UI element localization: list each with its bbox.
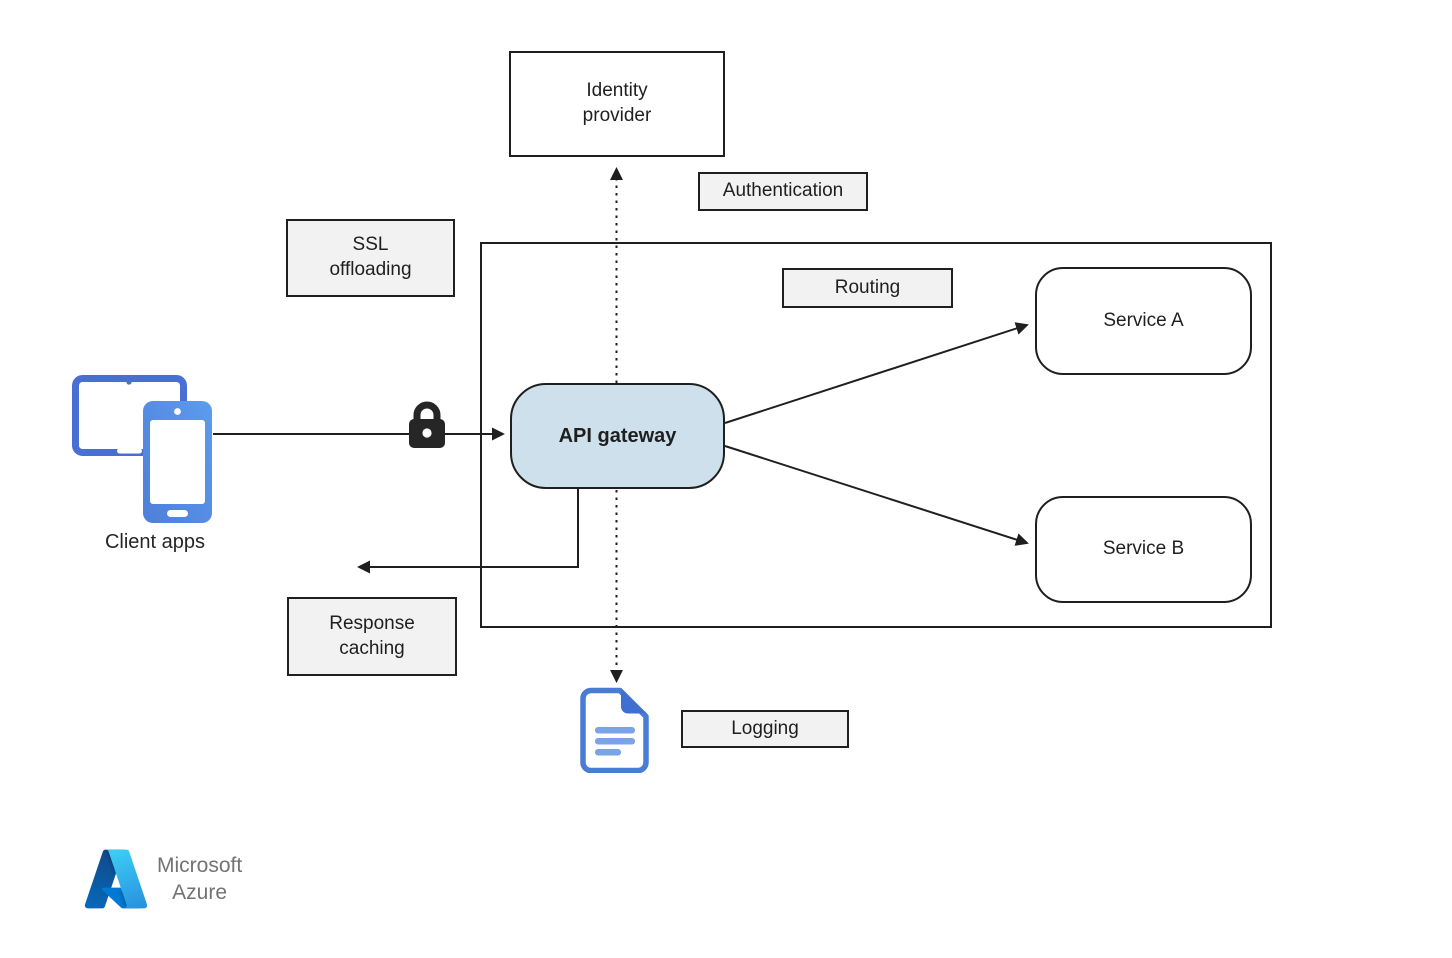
authentication-text: Authentication xyxy=(722,180,844,202)
node-identity-provider: Identity provider xyxy=(509,51,725,157)
api-gateway-label: API gateway xyxy=(558,425,677,447)
phone-icon xyxy=(143,401,212,523)
identity-provider-label-line2: provider xyxy=(582,105,652,126)
label-logging: Logging xyxy=(681,710,849,748)
client-apps-icon xyxy=(72,375,212,523)
lock-icon xyxy=(409,401,445,448)
service-a-label: Service A xyxy=(1103,309,1184,331)
service-b-label: Service B xyxy=(1102,538,1185,560)
ssl-offloading-text-line2: offloading xyxy=(329,259,412,280)
brand-company: Microsoft xyxy=(157,854,243,877)
azure-logo-icon xyxy=(84,849,148,909)
label-ssl-offloading: SSL offloading xyxy=(286,219,455,297)
ssl-offloading-text-line1: SSL xyxy=(352,234,389,256)
response-caching-text-line2: caching xyxy=(339,637,405,659)
label-response-caching: Response caching xyxy=(287,597,457,676)
identity-provider-label-line1: Identity xyxy=(586,80,648,102)
azure-brand-text: Microsoft Azure xyxy=(157,852,242,906)
response-caching-text-line1: Response xyxy=(329,612,415,634)
azure-branding: Microsoft Azure xyxy=(82,845,242,913)
node-service-b: Service B xyxy=(1035,496,1252,603)
node-api-gateway: API gateway xyxy=(510,383,725,489)
label-routing: Routing xyxy=(782,268,953,308)
routing-text: Routing xyxy=(834,276,901,298)
logging-text: Logging xyxy=(731,717,799,739)
label-authentication: Authentication xyxy=(698,172,868,211)
brand-product: Azure xyxy=(172,881,228,904)
node-service-a: Service A xyxy=(1035,267,1252,375)
logging-document-icon xyxy=(580,687,649,773)
client-apps-caption: Client apps xyxy=(104,531,206,553)
